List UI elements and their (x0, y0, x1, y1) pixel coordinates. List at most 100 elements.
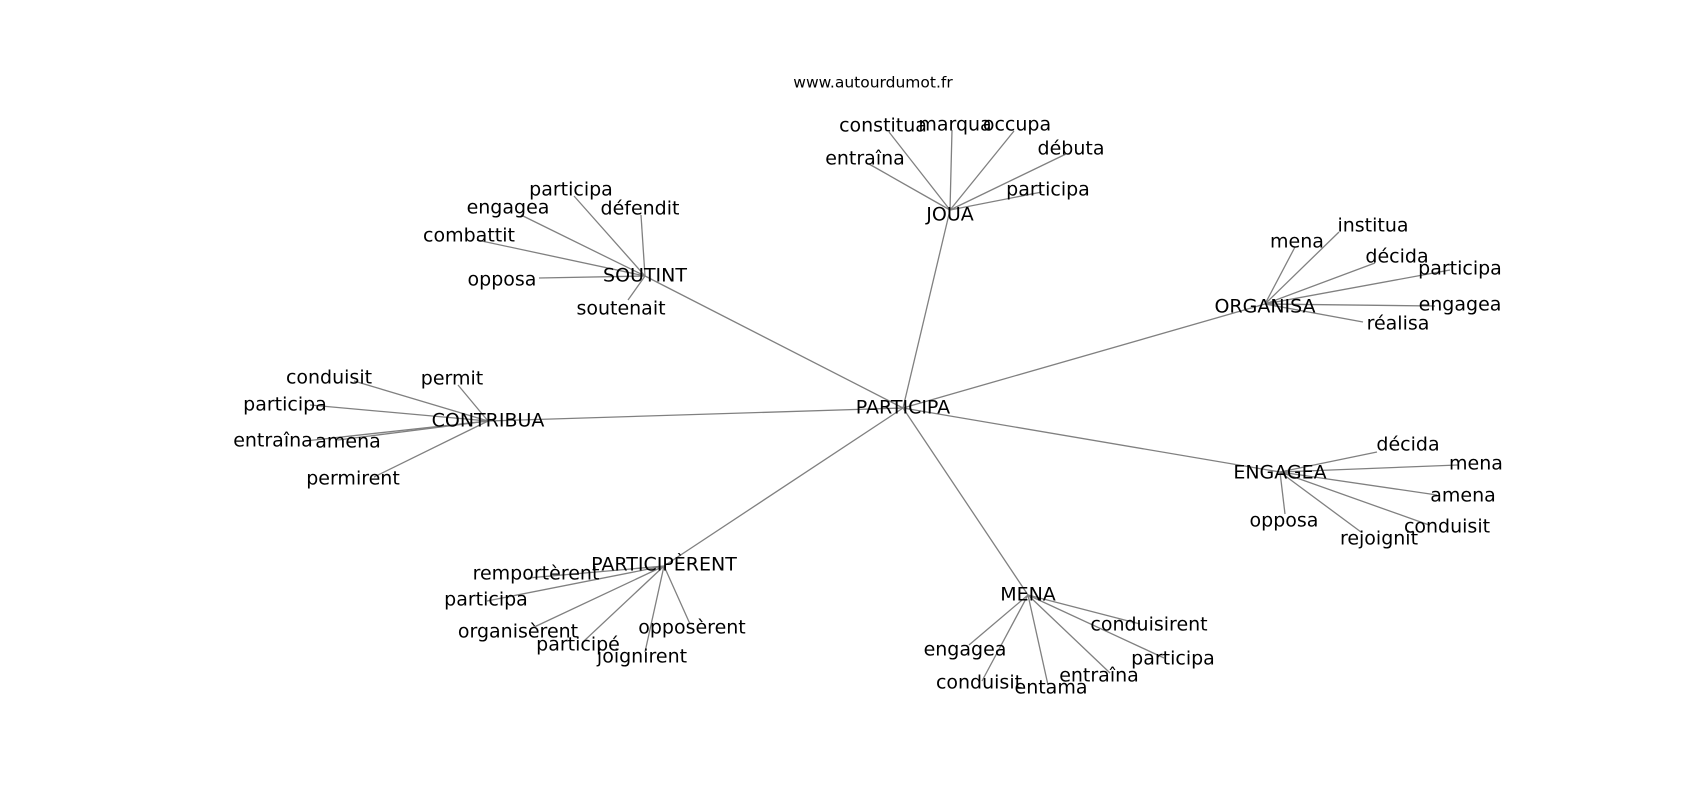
leaf-edge (949, 191, 1043, 211)
leaf-word: participé (536, 634, 620, 656)
leaf-edge (868, 163, 951, 211)
leaf-edge (1264, 262, 1376, 305)
leaf-word: soutenait (576, 298, 665, 320)
leaf-edge (949, 153, 1067, 211)
leaf-edge (644, 565, 665, 653)
hub-word: JOUA (925, 204, 973, 226)
leaf-edge (949, 130, 1015, 211)
leaf-word: opposa (468, 269, 537, 291)
leaf-word: entraîna (233, 430, 313, 452)
hub-word: ORGANISA (1214, 296, 1315, 318)
leaf-edge (1264, 303, 1436, 307)
site-watermark: www.autourdumot.fr (793, 74, 953, 92)
leaf-edge (981, 594, 1029, 682)
leaf-edge (457, 384, 489, 422)
leaf-word: joignirent (596, 646, 687, 668)
leaf-edge (309, 404, 489, 422)
leaf-edge (949, 129, 953, 211)
hub-word: PARTICIPÈRENT (591, 553, 737, 576)
leaf-word: organisèrent (458, 621, 578, 643)
leaf-edge (1279, 471, 1286, 515)
leaf-word: conduisirent (1090, 614, 1207, 636)
leaf-word: opposèrent (638, 617, 746, 639)
hub-edge (902, 209, 951, 409)
leaf-edge (1264, 246, 1296, 305)
leaf-word: permit (421, 368, 483, 390)
leaf-edge (1279, 471, 1438, 496)
leaf-word: constitua (839, 115, 927, 137)
hub-word: SOUTINT (603, 265, 687, 287)
leaf-word: conduisit (936, 672, 1022, 694)
leaf-edge (1279, 471, 1362, 533)
leaf-edge (486, 565, 665, 602)
leaf-word: participa (1418, 258, 1502, 280)
leaf-edge (663, 565, 691, 625)
leaf-edge (1264, 231, 1340, 305)
leaf-edge (1027, 594, 1141, 625)
leaf-edge (1264, 269, 1451, 305)
leaf-edge (627, 275, 646, 301)
leaf-word: combattit (423, 225, 515, 247)
leaf-word: rejoignit (1340, 528, 1418, 550)
leaf-word: entama (1015, 677, 1088, 699)
leaf-word: participa (243, 394, 327, 416)
leaf-word: occupa (983, 114, 1051, 136)
graph-edges (304, 129, 1459, 686)
leaf-word: participa (1131, 648, 1215, 670)
leaf-word: conduisit (1404, 516, 1490, 538)
hub-word: ENGAGEA (1233, 462, 1326, 484)
hub-edge (902, 303, 1266, 409)
leaf-edge (1279, 451, 1378, 473)
leaf-edge (1027, 594, 1165, 659)
hub-edge (902, 407, 1029, 596)
hub-word: MENA (1000, 584, 1056, 606)
leaf-edge (640, 214, 646, 277)
hub-edge (663, 407, 904, 567)
leaf-edge (573, 195, 646, 277)
center-word: PARTICIPA (856, 397, 950, 419)
hub-edge (644, 275, 904, 409)
leaf-word: mena (1449, 453, 1503, 475)
leaf-edge (529, 565, 665, 630)
leaf-word: amena (315, 431, 381, 453)
leaf-edge (527, 565, 665, 579)
leaf-word: mena (1270, 231, 1324, 253)
leaf-word: entraîna (825, 148, 905, 170)
leaf-word: engagea (1419, 294, 1502, 316)
leaf-word: conduisit (286, 367, 372, 389)
leaf-edge (337, 420, 489, 441)
leaf-edge (353, 380, 489, 422)
leaf-word: engagea (467, 197, 550, 219)
leaf-edge (888, 131, 951, 211)
leaf-edge (1279, 471, 1430, 526)
leaf-word: institua (1337, 215, 1408, 237)
hub-word: CONTRIBUA (432, 410, 545, 432)
leaf-edge (538, 275, 646, 279)
leaf-word: engagea (924, 639, 1007, 661)
leaf-word: participa (529, 179, 613, 201)
leaf-edge (520, 214, 646, 277)
leaf-word: décida (1376, 434, 1439, 456)
leaf-edge (968, 594, 1029, 646)
leaf-word: permirent (306, 468, 400, 490)
leaf-word: défendit (601, 198, 680, 220)
hub-edge (487, 407, 904, 422)
leaf-word: participa (1006, 179, 1090, 201)
leaf-word: participa (444, 589, 528, 611)
leaf-word: amena (1430, 485, 1496, 507)
leaf-word: remportèrent (473, 563, 600, 585)
leaf-edge (1027, 594, 1049, 686)
leaf-word: débuta (1038, 138, 1105, 160)
leaf-word: marqua (918, 114, 991, 136)
leaf-edge (583, 565, 665, 642)
leaf-edge (476, 239, 646, 277)
leaf-word: décida (1365, 246, 1428, 268)
leaf-word: opposa (1250, 510, 1319, 532)
leaf-edge (1279, 464, 1459, 473)
hub-edge (902, 407, 1281, 473)
leaf-word: réalisa (1367, 313, 1430, 335)
leaf-edge (1027, 594, 1111, 674)
leaf-edge (373, 420, 489, 478)
